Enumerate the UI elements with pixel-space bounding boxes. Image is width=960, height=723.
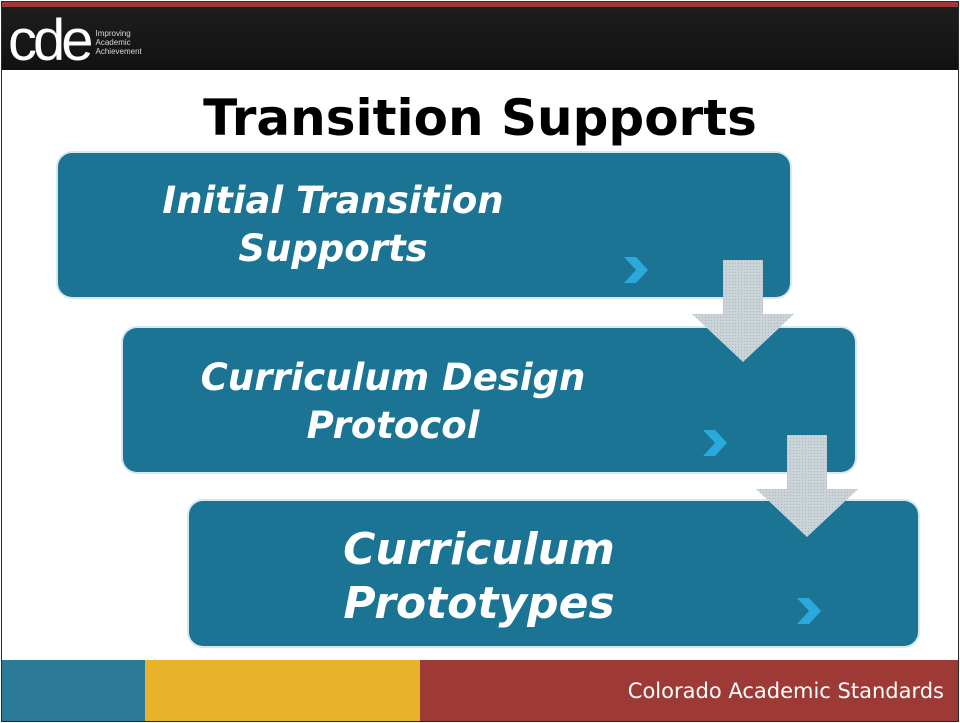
footer-blue-segment (2, 660, 145, 721)
step-2-line-2: Protocol (306, 404, 480, 447)
tagline-line-2: Academic (95, 37, 131, 47)
chevron-right-icon (624, 257, 648, 283)
chevron-right-icon (797, 598, 821, 624)
step-2-label: Curriculum Design Protocol (163, 354, 623, 450)
header-bar: cde Improving Academic Achievement (2, 7, 958, 70)
logo-mark: cde (8, 8, 93, 73)
step-1-line-2: Supports (238, 227, 428, 270)
slide-title: Transition Supports (203, 89, 757, 147)
tagline-line-3: Achievement (95, 46, 142, 56)
step-3-line-1: Curriculum (343, 524, 615, 575)
cde-logo: cde Improving Academic Achievement (8, 8, 142, 73)
arrow-down-icon (692, 260, 794, 362)
tagline-line-1: Improving (95, 28, 131, 38)
step-3-line-2: Prototypes (343, 578, 615, 629)
footer-text: Colorado Academic Standards (627, 678, 944, 703)
step-initial-transition-supports: Initial Transition Supports (58, 153, 790, 297)
top-accent-rule (2, 2, 958, 7)
footer-gold-segment (145, 660, 420, 721)
logo-tagline: Improving Academic Achievement (96, 29, 142, 56)
step-1-line-1: Initial Transition (162, 179, 504, 222)
chevron-right-icon (703, 430, 727, 456)
step-2-line-1: Curriculum Design (200, 356, 586, 399)
step-3-label: Curriculum Prototypes (269, 523, 689, 631)
step-1-label: Initial Transition Supports (118, 177, 548, 273)
arrow-down-icon (756, 435, 858, 537)
footer-bar: Colorado Academic Standards (2, 660, 958, 721)
footer-red-segment: Colorado Academic Standards (420, 660, 958, 721)
